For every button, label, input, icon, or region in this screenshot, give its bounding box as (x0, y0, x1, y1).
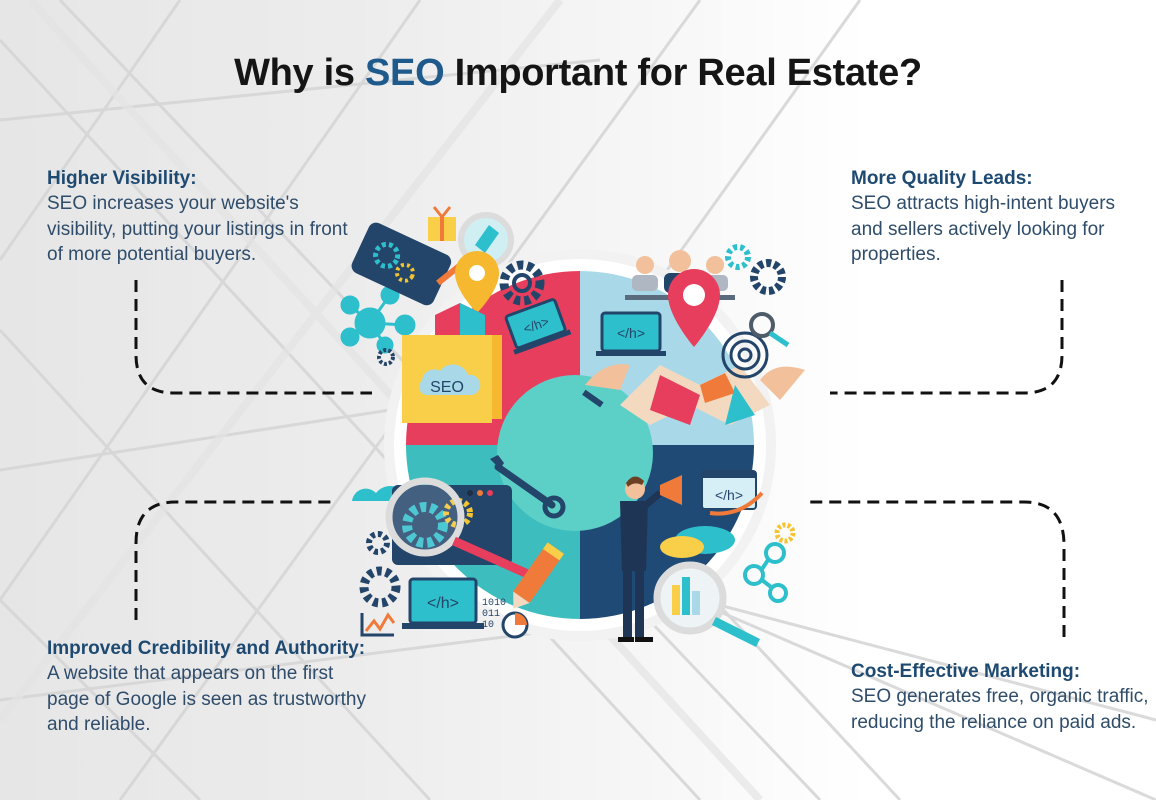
benefit-heading: Cost-Effective Marketing: (851, 661, 1081, 682)
stopwatch-icon (501, 611, 529, 639)
benefit-body: SEO increases your website's visibility,… (47, 193, 348, 265)
gear-icon (359, 566, 401, 608)
laptop-code-icon: </h> (402, 577, 484, 629)
network-icon (340, 285, 416, 354)
browser-code-icon: </h> (701, 470, 764, 516)
benefit-higher-visibility: Higher Visibility: SEO increases your we… (47, 166, 367, 268)
svg-text:</h>: </h> (617, 325, 645, 341)
seo-label: SEO (430, 379, 464, 396)
pencil-icon (513, 542, 565, 609)
laptop-code-icon: </h> (596, 311, 666, 356)
seo-folder-icon: SEO (402, 335, 502, 423)
phone-gears-icon (351, 222, 452, 306)
benefit-improved-credibility: Improved Credibility and Authority: A we… (47, 636, 367, 738)
map-pin-icon (455, 251, 499, 313)
benefit-heading: Higher Visibility: (47, 168, 197, 189)
gift-icon (428, 206, 456, 241)
benefit-heading: More Quality Leads: (851, 168, 1033, 189)
dark-gear-icon (750, 259, 786, 295)
chat-bubble-icon (660, 526, 735, 558)
folded-map-hands-icon (582, 364, 805, 425)
benefit-more-quality-leads: More Quality Leads: SEO attracts high-in… (851, 166, 1151, 268)
teal-gear-icon (725, 244, 751, 270)
svg-text:1010: 1010 (482, 598, 506, 609)
small-gear-icon (377, 348, 395, 366)
svg-text:011: 011 (482, 609, 500, 620)
seo-illustration: SEO </h> </h> (340, 206, 805, 648)
businessman-figure (618, 475, 682, 642)
benefit-body: SEO attracts high-intent buyers and sell… (851, 193, 1116, 265)
page-title: Why is SEO Important for Real Estate? (0, 52, 1156, 95)
svg-text:</h>: </h> (715, 487, 743, 503)
search-magnifier-icon (749, 312, 790, 348)
svg-text:10: 10 (482, 620, 494, 631)
title-accent-seo: SEO (365, 52, 445, 94)
gear-icon (499, 260, 545, 306)
browser-gears-icon (352, 477, 532, 580)
binary-text: 1010 011 10 (482, 598, 506, 631)
benefit-cost-effective-marketing: Cost-Effective Marketing: SEO generates … (851, 659, 1151, 735)
benefit-body: A website that appears on the first page… (47, 663, 366, 735)
line-graph-icon (360, 612, 396, 637)
magnifier-handle (452, 536, 532, 580)
bar-chart-magnifier-icon (653, 561, 761, 648)
target-icon (721, 331, 769, 379)
network-icon (743, 542, 788, 603)
location-pin-icon (668, 269, 720, 347)
yellow-gear-icon (774, 522, 796, 544)
gear-icon (366, 531, 390, 555)
title-suffix: Important for Real Estate? (444, 52, 923, 94)
wrench-icon (490, 455, 566, 519)
benefit-heading: Improved Credibility and Authority: (47, 638, 366, 659)
title-prefix: Why is (234, 52, 365, 94)
benefit-body: SEO generates free, organic traffic, red… (851, 686, 1149, 733)
laptop-code-icon: </h> (504, 298, 572, 355)
svg-text:</h>: </h> (427, 595, 459, 612)
megaphone-icon (660, 475, 682, 505)
